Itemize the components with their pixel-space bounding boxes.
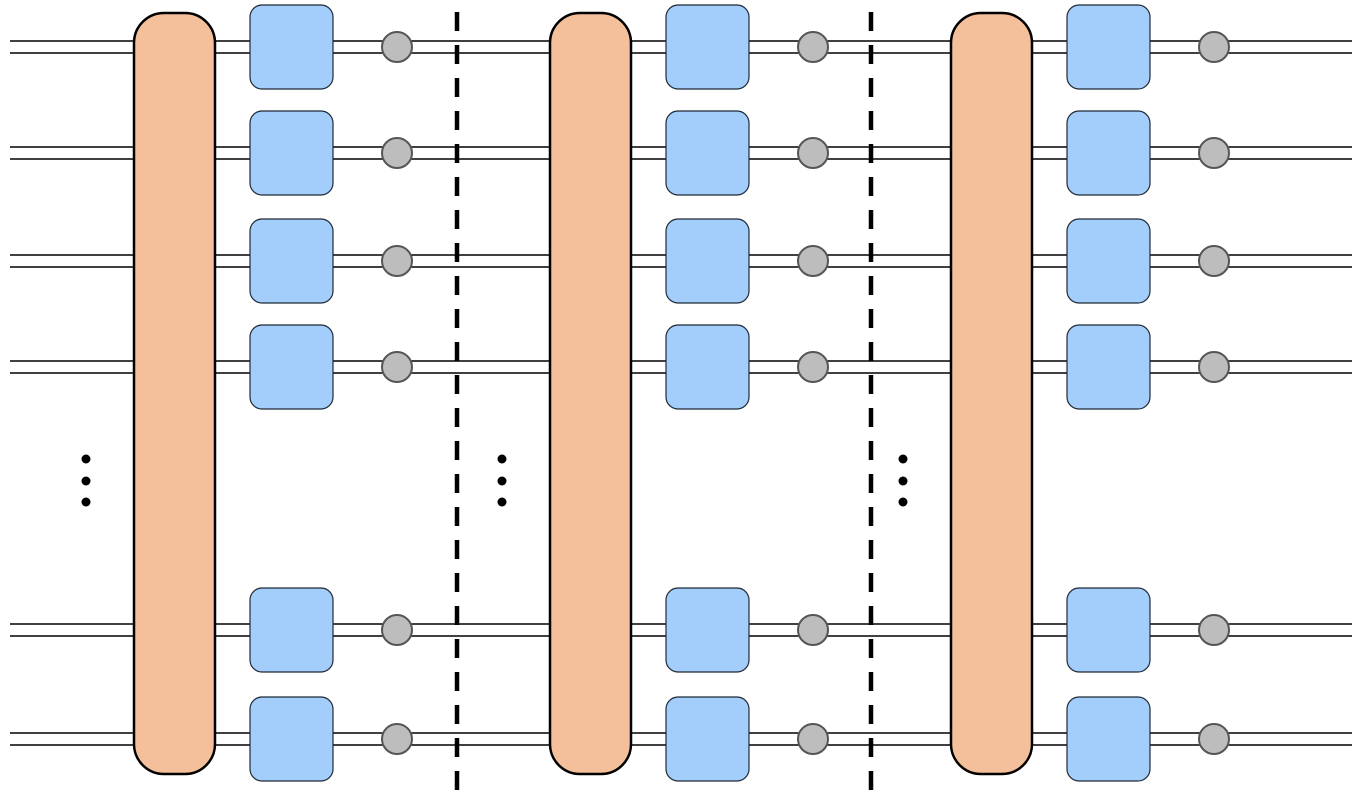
per-row-block (1066, 110, 1151, 196)
multi-row-block (548, 11, 633, 776)
continuation-dots-layer (81, 454, 908, 507)
continuation-dot (497, 454, 507, 464)
node-circle (381, 351, 413, 383)
node-circle (797, 245, 829, 277)
node-circle (1198, 31, 1230, 63)
continuation-dot (81, 476, 91, 486)
node-circle (381, 723, 413, 755)
multi-row-block (132, 11, 217, 776)
per-row-blocks-layer (249, 4, 1151, 782)
node-circle (1198, 351, 1230, 383)
continuation-dot (898, 454, 908, 464)
node-circle (797, 137, 829, 169)
per-row-block (1066, 587, 1151, 673)
per-row-block (665, 4, 750, 90)
node-circle (381, 137, 413, 169)
continuation-dot (497, 497, 507, 507)
continuation-dot (81, 497, 91, 507)
node-circle (797, 723, 829, 755)
per-row-block (1066, 324, 1151, 410)
node-circle (381, 614, 413, 646)
per-row-block (249, 218, 334, 304)
per-row-block (249, 587, 334, 673)
node-circle (381, 245, 413, 277)
node-circle (1198, 723, 1230, 755)
per-row-block (665, 218, 750, 304)
per-row-block (665, 110, 750, 196)
per-row-block (1066, 696, 1151, 782)
per-row-block (249, 4, 334, 90)
multi-row-blocks-layer (132, 11, 1034, 776)
nodes-layer (381, 31, 1230, 755)
continuation-dot (497, 476, 507, 486)
per-row-block (249, 324, 334, 410)
node-circle (1198, 614, 1230, 646)
node-circle (381, 31, 413, 63)
node-circle (797, 614, 829, 646)
per-row-block (665, 324, 750, 410)
per-row-block (1066, 218, 1151, 304)
separators-layer (454, 12, 874, 792)
node-circle (797, 31, 829, 63)
node-circle (797, 351, 829, 383)
continuation-dot (898, 497, 908, 507)
per-row-block (249, 110, 334, 196)
per-row-block (665, 587, 750, 673)
per-row-block (665, 696, 750, 782)
node-circle (1198, 137, 1230, 169)
node-circle (1198, 245, 1230, 277)
continuation-dot (898, 476, 908, 486)
multi-row-block (949, 11, 1034, 776)
per-row-block (1066, 4, 1151, 90)
continuation-dot (81, 454, 91, 464)
per-row-block (249, 696, 334, 782)
